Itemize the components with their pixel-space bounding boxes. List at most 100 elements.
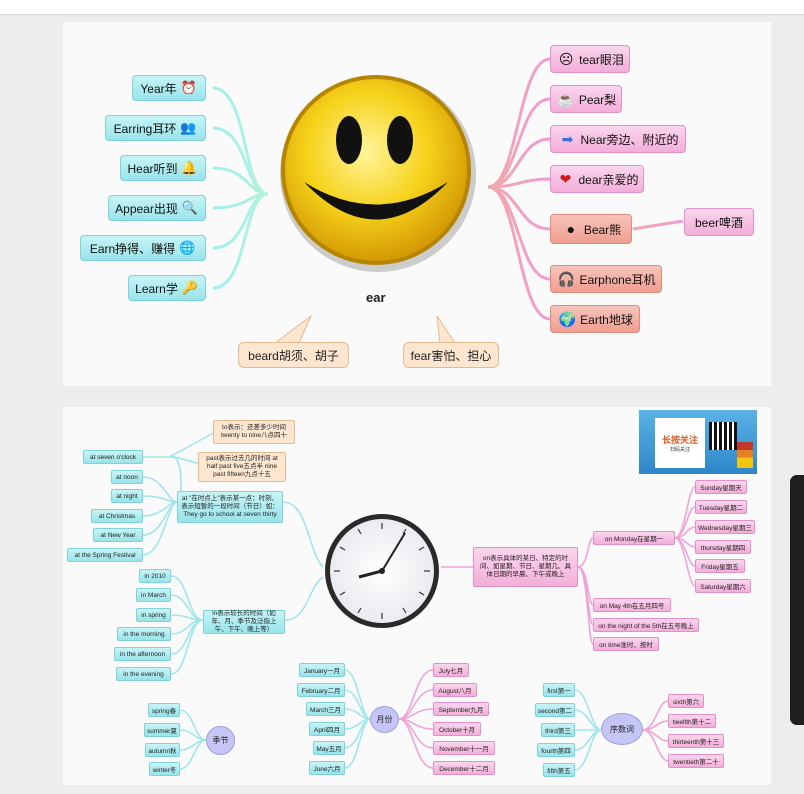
in-item-label: in 2010: [144, 573, 165, 580]
ordinals-hub[interactable]: 序数词: [601, 713, 643, 745]
month-item[interactable]: November十一月: [433, 741, 495, 755]
callout-beard[interactable]: beard胡须、胡子: [238, 342, 349, 368]
month-label: August八月: [438, 685, 471, 695]
books-icon: [737, 442, 753, 468]
weekday-item[interactable]: Sunday星期天: [695, 480, 747, 494]
month-item[interactable]: February二月: [297, 683, 345, 697]
note-past[interactable]: past表示过去几的时间 at half past five五点半 nine p…: [198, 452, 286, 482]
season-item[interactable]: spring春: [148, 703, 180, 717]
at-item[interactable]: at night: [111, 489, 143, 503]
qr-code-icon: [709, 422, 737, 450]
scroll-indicator[interactable]: [790, 475, 804, 725]
on-description[interactable]: on表示具体的某日、特定的时间、如星期、节日、星期几、具体日期的早晨、下午或晚上: [473, 547, 578, 587]
weekday-label: Wednesday星期三: [698, 522, 752, 532]
on-monday[interactable]: on Monday在星期一: [593, 531, 675, 545]
season-item[interactable]: autumn秋: [145, 743, 180, 757]
time-prepositions-panel: 长按关注 扫码关注 at seven o'clock at noon at ni…: [63, 407, 771, 785]
at-item[interactable]: at noon: [111, 470, 143, 484]
at-item[interactable]: at seven o'clock: [83, 450, 143, 464]
ordinal-item[interactable]: fourth第四: [537, 743, 575, 757]
month-item[interactable]: October十月: [433, 722, 481, 736]
ordinal-item[interactable]: twentieth第二十: [668, 754, 724, 768]
callout-fear[interactable]: fear害怕、担心: [403, 342, 499, 368]
in-item[interactable]: in March: [136, 588, 171, 602]
note-to-label: to表示：还差多少时间 twenty to nine八点四十: [217, 424, 291, 440]
weekday-label: Friday星期五: [701, 561, 739, 571]
on-item-label: on May 4th在五月四号: [600, 600, 665, 610]
ordinal-item[interactable]: first第一: [543, 683, 575, 697]
weekday-label: Tuesday星期二: [699, 502, 743, 512]
note-to[interactable]: to表示：还差多少时间 twenty to nine八点四十: [213, 420, 295, 444]
qr-promo-card[interactable]: 长按关注 扫码关注: [639, 410, 757, 474]
qr-card-sub: 扫码关注: [670, 446, 690, 453]
ordinal-item[interactable]: twelfth第十二: [668, 714, 716, 728]
in-description[interactable]: in表示较长的时间（如年、月、季节及泛指上午、下午、晚上等）: [203, 610, 285, 634]
month-item[interactable]: December十二月: [433, 761, 495, 775]
season-label: winter冬: [153, 764, 177, 774]
ordinal-item[interactable]: second第二: [535, 703, 575, 717]
month-item[interactable]: March三月: [306, 702, 345, 716]
callout-fear-label: fear害怕、担心: [411, 347, 492, 364]
ordinal-label: thirteenth第十三: [673, 736, 720, 746]
at-item-label: at seven o'clock: [90, 454, 136, 461]
at-item[interactable]: at the Spring Festival: [67, 548, 143, 562]
season-item[interactable]: winter冬: [149, 762, 180, 776]
month-item[interactable]: September九月: [433, 702, 489, 716]
ordinal-item[interactable]: sixth第六: [668, 694, 704, 708]
at-item-label: at noon: [116, 474, 138, 481]
weekday-item[interactable]: Saturday星期六: [695, 579, 751, 593]
weekday-label: thursday星期四: [701, 542, 745, 552]
month-label: September九月: [439, 704, 484, 714]
month-item[interactable]: July七月: [433, 663, 469, 677]
in-item-label: in spring: [141, 612, 166, 619]
ear-mindmap-panel: ear Year年⏰ Earring耳环👥 Hear听到🔔 Appear出现🔍 …: [63, 22, 771, 386]
month-item[interactable]: May五月: [313, 741, 345, 755]
in-item-label: in the evening: [123, 671, 163, 678]
at-item[interactable]: at New Year: [93, 528, 143, 542]
months-hub-label: 月份: [377, 714, 393, 725]
callout-beard-label: beard胡须、胡子: [248, 347, 339, 364]
phone-status-bar: [0, 0, 804, 15]
ordinal-label: second第二: [538, 705, 572, 715]
weekday-item[interactable]: Wednesday星期三: [695, 520, 755, 534]
month-item[interactable]: June六月: [309, 761, 345, 775]
season-item[interactable]: summer夏: [144, 723, 180, 737]
on-item[interactable]: on May 4th在五月四号: [593, 598, 671, 612]
month-label: January一月: [304, 665, 340, 675]
ordinal-label: twelfth第十二: [673, 716, 711, 726]
on-item[interactable]: on time准时、按时: [593, 637, 659, 651]
on-item[interactable]: on the night of the 5th在五号晚上: [593, 618, 699, 632]
in-item[interactable]: in 2010: [139, 569, 171, 583]
ordinal-item[interactable]: thirteenth第十三: [668, 734, 724, 748]
month-item[interactable]: April四月: [309, 722, 345, 736]
in-item[interactable]: in spring: [136, 608, 171, 622]
in-item[interactable]: in the morning: [117, 627, 171, 641]
season-label: summer夏: [147, 725, 177, 735]
months-hub[interactable]: 月份: [370, 706, 399, 733]
at-item[interactable]: at Christmas: [91, 509, 143, 523]
at-description[interactable]: at "在时点上"表示某一点：时刻、表示短暂的一段时间（节日）如：They go…: [177, 491, 283, 523]
ordinal-item[interactable]: third第三: [541, 723, 575, 737]
month-label: June六月: [313, 763, 340, 773]
ordinal-item[interactable]: fifth第五: [543, 763, 575, 777]
month-label: April四月: [314, 724, 340, 734]
in-item[interactable]: in the evening: [116, 667, 171, 681]
weekday-item[interactable]: Tuesday星期二: [695, 500, 747, 514]
in-item-label: in March: [141, 592, 166, 599]
month-label: November十一月: [439, 743, 488, 753]
month-label: October十月: [439, 724, 475, 734]
in-item-label: in the morning: [123, 631, 164, 638]
at-item-label: at night: [116, 493, 137, 500]
month-label: December十二月: [439, 763, 488, 773]
month-label: March三月: [310, 704, 341, 714]
month-item[interactable]: January一月: [299, 663, 345, 677]
ordinal-label: sixth第六: [673, 696, 699, 706]
ordinal-label: first第一: [547, 685, 570, 695]
weekday-item[interactable]: thursday星期四: [695, 540, 751, 554]
month-item[interactable]: August八月: [433, 683, 477, 697]
weekday-item[interactable]: Friday星期五: [695, 559, 745, 573]
qr-card-title: 长按关注: [662, 433, 698, 446]
in-item[interactable]: in the afternoon: [114, 647, 171, 661]
seasons-hub[interactable]: 季节: [206, 726, 235, 755]
season-label: autumn秋: [148, 745, 176, 755]
